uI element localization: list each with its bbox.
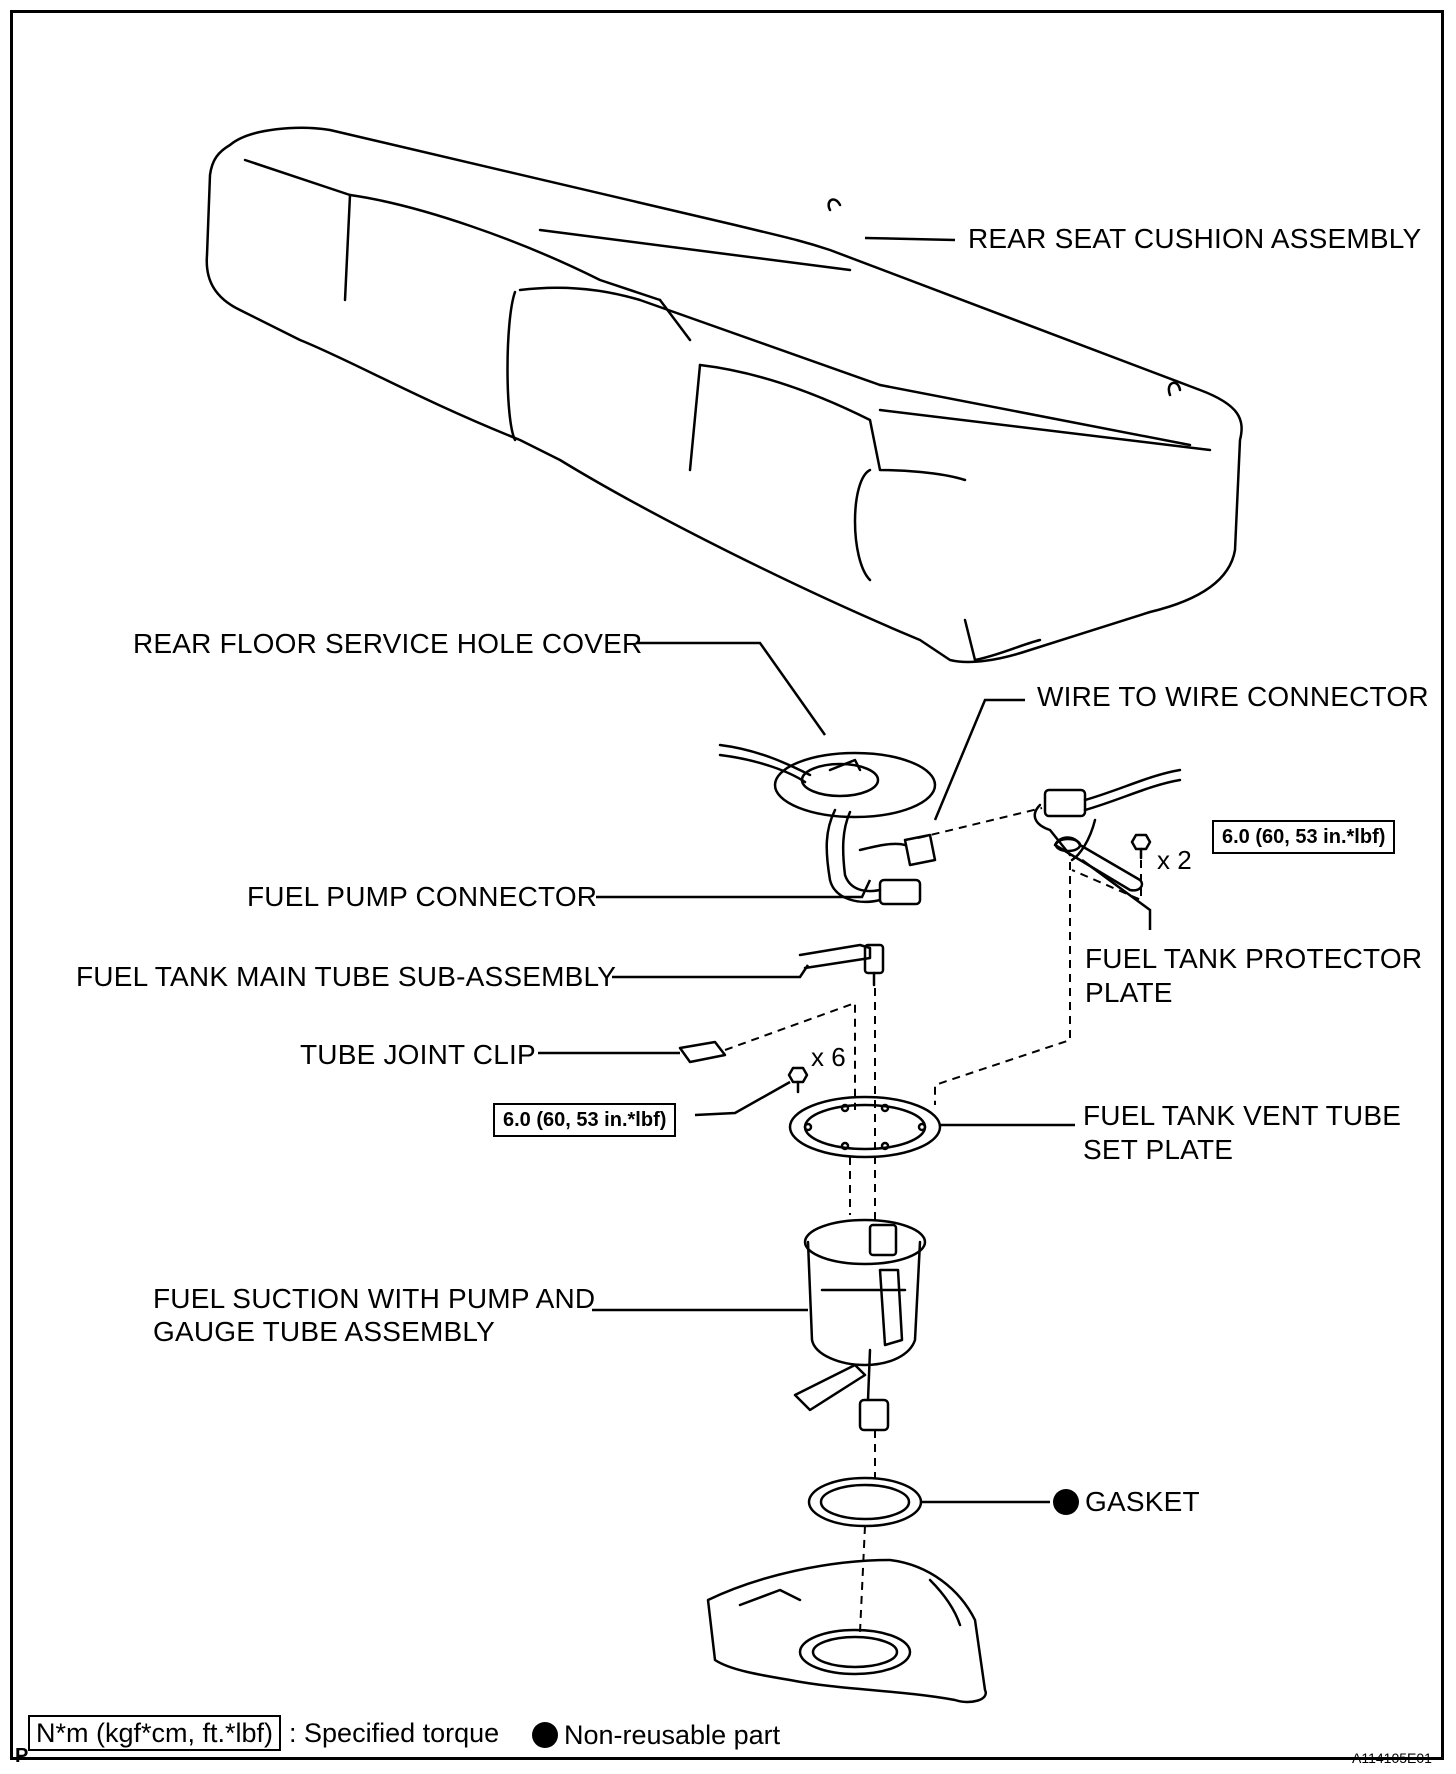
- dash-protector-vent: [934, 862, 1071, 1105]
- set-plate-drawing: [788, 1095, 942, 1159]
- leader-main-tube: [612, 964, 810, 979]
- fuel-pump-assembly-drawing: [793, 1218, 927, 1432]
- label-fuel-tank-main-tube: FUEL TANK MAIN TUBE SUB-ASSEMBLY: [76, 961, 617, 992]
- label-fuel-tank-vent-tube-line1: FUEL TANK VENT TUBE: [1083, 1100, 1402, 1131]
- figure-id: A114105E01: [1352, 1750, 1432, 1766]
- leader-protector-plate: [1081, 858, 1152, 930]
- label-fuel-suction-line1: FUEL SUCTION WITH PUMP AND: [153, 1283, 596, 1314]
- gasket-drawing: [807, 1476, 923, 1528]
- label-fuel-suction-line2: GAUGE TUBE ASSEMBLY: [153, 1316, 495, 1347]
- label-rear-floor-service-hole-cover: REAR FLOOR SERVICE HOLE COVER: [133, 628, 643, 659]
- wire-harness-drawing: [1033, 768, 1182, 862]
- qty-protector-bolts: x 2: [1157, 845, 1192, 875]
- leader-torque-set-plate: [694, 1080, 791, 1117]
- dash-bolt-x2: [1071, 860, 1142, 902]
- label-fuel-tank-protector-plate-line1: FUEL TANK PROTECTOR: [1085, 943, 1423, 974]
- label-fuel-tank-protector-plate-line2: PLATE: [1085, 977, 1173, 1008]
- label-fuel-pump-connector: FUEL PUMP CONNECTOR: [247, 881, 598, 912]
- rear-seat-cushion-drawing: [205, 126, 1243, 664]
- leader-fuel-pump-connector: [596, 879, 872, 899]
- main-tube-drawing: [798, 943, 885, 987]
- corner-letter: P: [15, 1745, 29, 1767]
- diagram-frame: [10, 10, 1444, 1760]
- legend-non-reusable-text: Non-reusable part: [564, 1720, 781, 1750]
- torque-set-plate: 6.0 (60, 53 in.*lbf): [493, 1103, 677, 1137]
- dash-connector: [917, 807, 1043, 839]
- label-fuel-tank-vent-tube-line2: SET PLATE: [1083, 1134, 1234, 1165]
- legend-torque: N*m (kgf*cm, ft.*lbf): Specified torque: [28, 1715, 500, 1751]
- leader-service-hole-cover: [636, 641, 827, 736]
- legend-non-reusable: Non-reusable part: [532, 1720, 780, 1751]
- gasket-text: GASKET: [1085, 1486, 1200, 1517]
- label-wire-to-wire-connector: WIRE TO WIRE CONNECTOR: [1037, 681, 1429, 712]
- leader-rear-seat: [864, 236, 956, 242]
- qty-set-plate-bolts: x 6: [811, 1042, 846, 1072]
- dash-center-3: [859, 1525, 866, 1633]
- label-rear-seat-cushion: REAR SEAT CUSHION ASSEMBLY: [968, 223, 1422, 254]
- tube-joint-clip-drawing: [678, 1040, 727, 1064]
- label-gasket: GASKET: [1053, 1485, 1200, 1518]
- leader-wire-connector: [933, 698, 1025, 821]
- dash-clip-tube: [724, 1001, 856, 1110]
- legend-torque-units: N*m (kgf*cm, ft.*lbf): [28, 1715, 282, 1751]
- bolt-drawings: [787, 833, 1152, 1094]
- label-tube-joint-clip: TUBE JOINT CLIP: [300, 1039, 536, 1070]
- non-reusable-dot-icon: [1053, 1489, 1079, 1515]
- legend-torque-desc: : Specified torque: [289, 1718, 500, 1748]
- torque-protector-plate: 6.0 (60, 53 in.*lbf): [1212, 820, 1396, 854]
- service-hole-cover-drawing: [718, 743, 937, 906]
- non-reusable-legend-dot-icon: [532, 1722, 558, 1748]
- fuel-tank-drawing: [706, 1558, 987, 1704]
